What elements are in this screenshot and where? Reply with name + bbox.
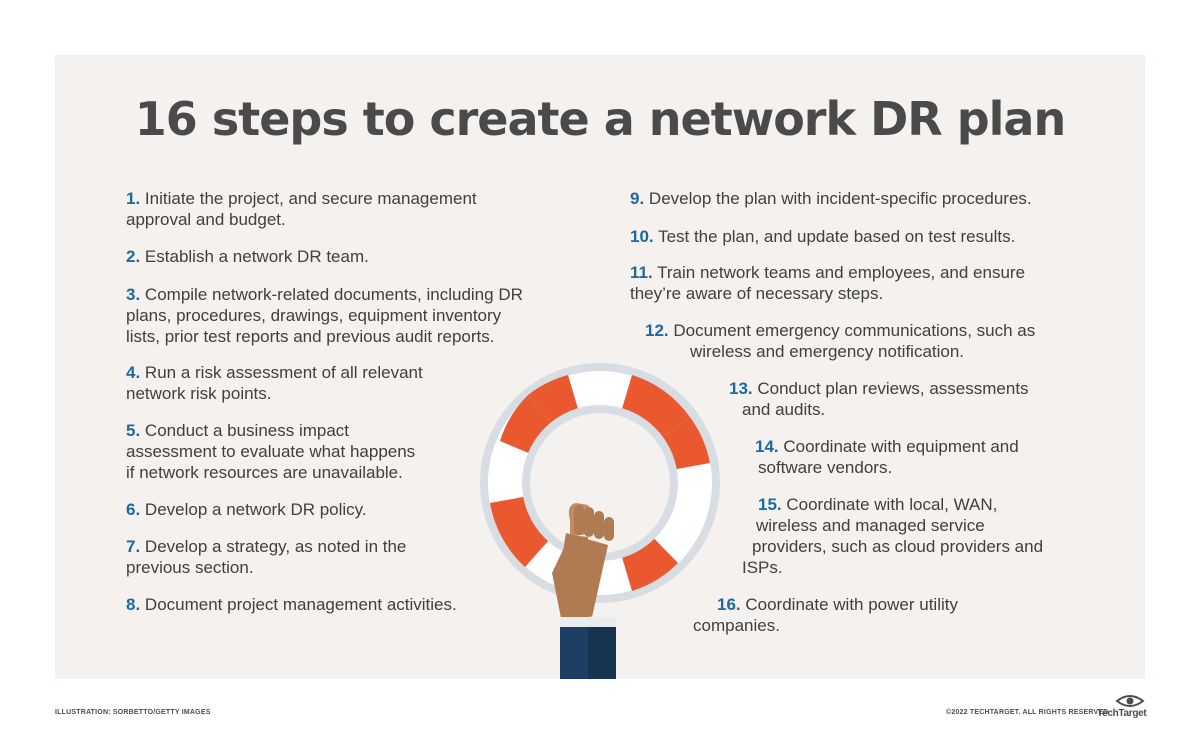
step-text: Run a risk assessment of all relevant <box>144 363 423 382</box>
step-6-line-1: 6. Develop a network DR policy. <box>126 499 367 520</box>
step-text: plans, procedures, drawings, equipment i… <box>126 306 502 325</box>
step-number: 13. <box>729 379 753 398</box>
step-number: 9. <box>630 189 645 208</box>
hand-icon <box>552 503 616 679</box>
step-11-line-1: 11. Train network teams and employees, a… <box>630 262 1025 283</box>
step-text: Train network teams and employees, and e… <box>657 263 1026 282</box>
logo-text: TechTarget <box>1097 708 1147 719</box>
techtarget-logo: TechTarget <box>1097 693 1149 723</box>
step-number: 3. <box>126 285 141 304</box>
step-text: lists, prior test reports and previous a… <box>126 327 495 346</box>
step-15-line-4: ISPs. <box>742 557 783 578</box>
step-text: Coordinate with local, WAN, <box>786 495 998 514</box>
step-text: Initiate the project, and secure managem… <box>144 189 477 208</box>
step-15-line-3: providers, such as cloud providers and <box>752 536 1043 557</box>
step-16-line-1: 16. Coordinate with power utility <box>717 594 958 615</box>
step-2-line-1: 2. Establish a network DR team. <box>126 246 369 267</box>
step-text: network risk points. <box>126 384 272 403</box>
step-text: Develop a strategy, as noted in the <box>144 537 407 556</box>
step-3-line-2: plans, procedures, drawings, equipment i… <box>126 305 501 326</box>
step-text: and audits. <box>742 400 826 419</box>
step-4-line-2: network risk points. <box>126 383 272 404</box>
step-12-line-2: wireless and emergency notification. <box>690 341 964 362</box>
step-text: Develop the plan with incident-specific … <box>648 189 1032 208</box>
illustration-credit: ILLUSTRATION: SORBETTO/GETTY IMAGES <box>55 709 211 716</box>
step-text: Coordinate with equipment and <box>783 437 1019 456</box>
step-15-line-2: wireless and managed service <box>756 515 985 536</box>
step-5-line-2: assessment to evaluate what happens <box>126 441 415 462</box>
step-number: 4. <box>126 363 141 382</box>
step-text: companies. <box>693 616 780 635</box>
step-11-line-2: they’re aware of necessary steps. <box>630 283 883 304</box>
step-text: Document project management activities. <box>144 595 457 614</box>
step-number: 1. <box>126 189 141 208</box>
step-number: 8. <box>126 595 141 614</box>
step-text: they’re aware of necessary steps. <box>630 284 884 303</box>
page-title: 16 steps to create a network DR plan <box>134 92 1066 146</box>
step-7-line-2: previous section. <box>126 557 254 578</box>
step-text: Test the plan, and update based on test … <box>658 227 1016 246</box>
lifebuoy-ring <box>480 363 720 603</box>
step-number: 6. <box>126 500 141 519</box>
step-text: Compile network-related documents, inclu… <box>144 285 523 304</box>
step-text: software vendors. <box>758 458 893 477</box>
step-7-line-1: 7. Develop a strategy, as noted in the <box>126 536 406 557</box>
step-text: Conduct a business impact <box>144 421 350 440</box>
step-number: 11. <box>630 263 653 282</box>
step-12-line-1: 12. Document emergency communications, s… <box>645 320 1035 341</box>
lifebuoy-icon <box>480 363 720 679</box>
step-text: Develop a network DR policy. <box>144 500 367 519</box>
step-number: 7. <box>126 537 141 556</box>
step-text: assessment to evaluate what happens <box>126 442 416 461</box>
step-number: 15. <box>758 495 782 514</box>
copyright-notice: ©2022 TECHTARGET. ALL RIGHTS RESERVED <box>946 709 1109 716</box>
step-text: wireless and emergency notification. <box>690 342 965 361</box>
step-8-line-1: 8. Document project management activitie… <box>126 594 457 615</box>
step-number: 16. <box>717 595 741 614</box>
step-number: 10. <box>630 227 654 246</box>
step-text: providers, such as cloud providers and <box>752 537 1044 556</box>
step-text: Establish a network DR team. <box>144 247 369 266</box>
step-text: approval and budget. <box>126 210 286 229</box>
step-text: wireless and managed service <box>756 516 985 535</box>
step-5-line-1: 5. Conduct a business impact <box>126 420 349 441</box>
step-number: 2. <box>126 247 141 266</box>
step-10-line-1: 10. Test the plan, and update based on t… <box>630 226 1015 247</box>
step-text: if network resources are unavailable. <box>126 463 403 482</box>
step-5-line-3: if network resources are unavailable. <box>126 462 403 483</box>
step-number: 12. <box>645 321 669 340</box>
step-3-line-3: lists, prior test reports and previous a… <box>126 326 495 347</box>
step-4-line-1: 4. Run a risk assessment of all relevant <box>126 362 423 383</box>
step-text: Document emergency communications, such … <box>673 321 1036 340</box>
step-3-line-1: 3. Compile network-related documents, in… <box>126 284 523 305</box>
step-13-line-1: 13. Conduct plan reviews, assessments <box>729 378 1029 399</box>
step-9-line-1: 9. Develop the plan with incident-specif… <box>630 188 1032 209</box>
step-1-line-2: approval and budget. <box>126 209 286 230</box>
step-13-line-2: and audits. <box>742 399 825 420</box>
step-text: Coordinate with power utility <box>745 595 958 614</box>
step-14-line-2: software vendors. <box>758 457 892 478</box>
step-number: 14. <box>755 437 779 456</box>
step-1-line-1: 1. Initiate the project, and secure mana… <box>126 188 477 209</box>
step-14-line-1: 14. Coordinate with equipment and <box>755 436 1019 457</box>
step-number: 5. <box>126 421 141 440</box>
step-text: Conduct plan reviews, assessments <box>757 379 1029 398</box>
step-text: ISPs. <box>742 558 783 577</box>
eye-logo-icon <box>1115 695 1145 707</box>
step-text: previous section. <box>126 558 254 577</box>
step-16-line-2: companies. <box>693 615 780 636</box>
step-15-line-1: 15. Coordinate with local, WAN, <box>758 494 997 515</box>
